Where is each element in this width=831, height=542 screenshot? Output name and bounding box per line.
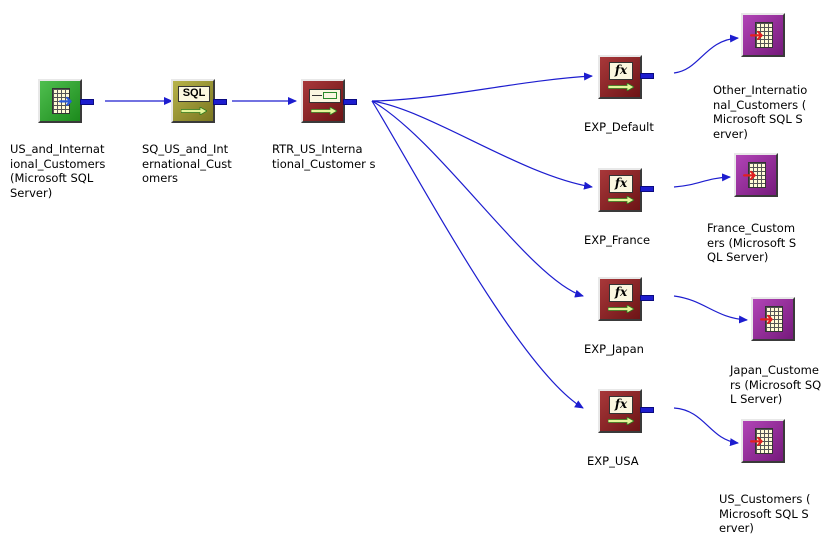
arrow-right-icon (181, 107, 207, 115)
output-port[interactable] (640, 186, 654, 192)
arrow-right-icon (311, 107, 337, 115)
link-exp-france-to-target-france[interactable] (673, 173, 731, 188)
target-other-node[interactable]: ➜ (741, 13, 785, 57)
arrow-right-icon (608, 305, 634, 313)
exp-usa-label: EXP_USA (587, 454, 639, 468)
exp-default-node[interactable]: fx (598, 55, 654, 99)
sql-icon: SQL (178, 86, 210, 102)
link-exp-japan-to-target-japan[interactable] (673, 295, 748, 324)
router-icon (309, 89, 341, 103)
fx-icon: fx (609, 396, 633, 414)
arrow-right-icon: ➜ (759, 309, 775, 330)
router-node[interactable] (301, 79, 357, 123)
arrow-right-icon (608, 417, 634, 425)
output-port[interactable] (640, 295, 654, 301)
table-icon (52, 88, 70, 114)
target-usa-node[interactable]: ➜ (741, 419, 785, 463)
source-qualifier-node[interactable]: SQL (171, 79, 227, 123)
target-japan-node[interactable]: ➜ (751, 297, 795, 341)
table-icon (755, 428, 773, 454)
fx-icon: fx (609, 175, 633, 193)
exp-usa-node[interactable]: fx (598, 389, 654, 433)
output-port[interactable] (640, 73, 654, 79)
arrow-right-icon: ➜ (749, 25, 765, 46)
fx-icon: fx (609, 62, 633, 80)
link-router-to-exp-default[interactable] (371, 72, 593, 102)
output-port[interactable] (213, 99, 227, 105)
arrow-right-icon: ➜ (742, 165, 758, 186)
link-router-to-exp-japan[interactable] (371, 100, 584, 298)
table-icon (748, 162, 766, 188)
output-port[interactable] (640, 407, 654, 413)
source-node[interactable]: ➜ (38, 79, 94, 123)
output-port[interactable] (80, 99, 94, 105)
exp-france-node[interactable]: fx (598, 168, 654, 212)
arrow-right-icon: ➜ (749, 431, 765, 452)
arrow-right-icon (608, 196, 634, 204)
link-router-to-exp-usa[interactable] (371, 100, 584, 409)
arrow-right-icon: ➜ (58, 91, 74, 112)
table-icon (765, 306, 783, 332)
link-exp-default-to-target-other[interactable] (673, 34, 739, 74)
link-router-to-exp-france[interactable] (371, 100, 593, 190)
exp-france-label: EXP_France (584, 233, 651, 247)
fx-icon: fx (609, 284, 633, 302)
exp-default-label: EXP_Default (584, 120, 654, 134)
link-exp-usa-to-target-usa[interactable] (673, 407, 739, 447)
target-france-node[interactable]: ➜ (734, 153, 778, 197)
arrow-right-icon (608, 83, 634, 91)
exp-japan-node[interactable]: fx (598, 277, 654, 321)
exp-japan-label: EXP_Japan (584, 342, 644, 356)
output-port[interactable] (343, 99, 357, 105)
table-icon (755, 22, 773, 48)
